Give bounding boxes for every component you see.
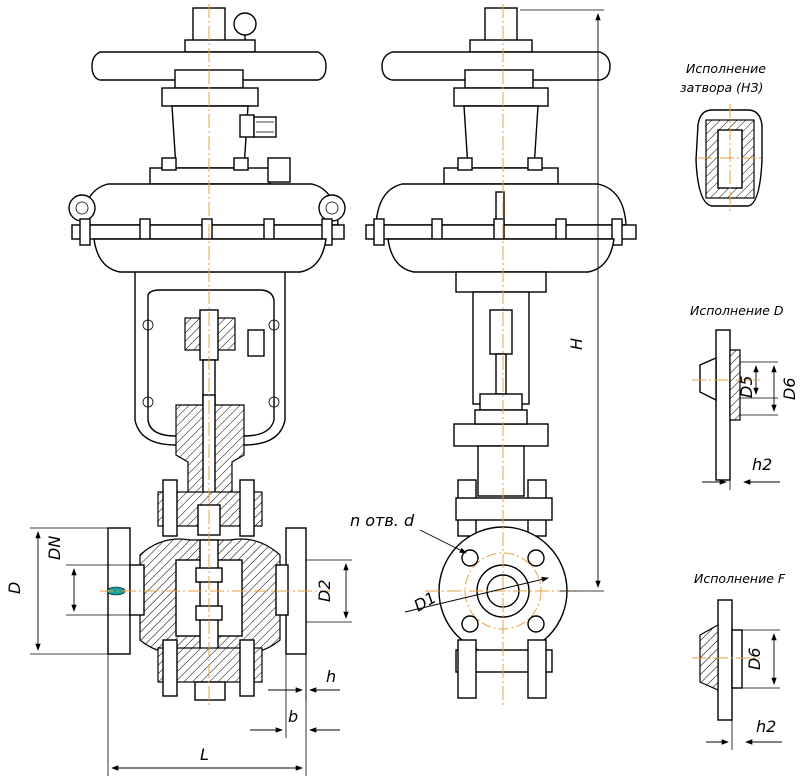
variant-nz-caption-line2: затвора (НЗ) <box>680 80 763 95</box>
dim-b-label: b <box>288 707 298 726</box>
dim-D2-label: D2 <box>315 580 334 603</box>
dim-L-label: L <box>200 745 209 764</box>
knob <box>233 12 257 36</box>
dim-h-label: h <box>326 667 336 686</box>
variant-d-caption: Исполнение D <box>690 303 784 318</box>
dim-h2-d-label: h2 <box>752 455 772 474</box>
variant-f-caption: Исполнение F <box>694 571 786 586</box>
dimension-lines <box>30 9 782 776</box>
dim-D5-label: D5 <box>737 376 756 399</box>
dim-D6-d-label: D6 <box>780 378 799 401</box>
dim-D6-f-label: D6 <box>745 648 764 671</box>
dim-h2-f-label: h2 <box>756 717 776 736</box>
variant-f <box>692 599 760 721</box>
variant-d <box>692 329 760 481</box>
dim-D1-label: D1 <box>411 588 440 616</box>
variant-nz-caption-line1: Исполнение <box>686 61 766 76</box>
variant-nz <box>695 104 764 212</box>
labels: D DN D2 L h b H D1 n отв. d Исполнение з… <box>5 61 799 764</box>
dim-H-label: H <box>567 338 586 350</box>
dim-D-label: D <box>5 582 24 594</box>
dim-DN-label: DN <box>45 536 64 560</box>
side-view <box>365 4 637 705</box>
front-view <box>68 4 346 705</box>
holes-label: n отв. d <box>350 511 415 530</box>
